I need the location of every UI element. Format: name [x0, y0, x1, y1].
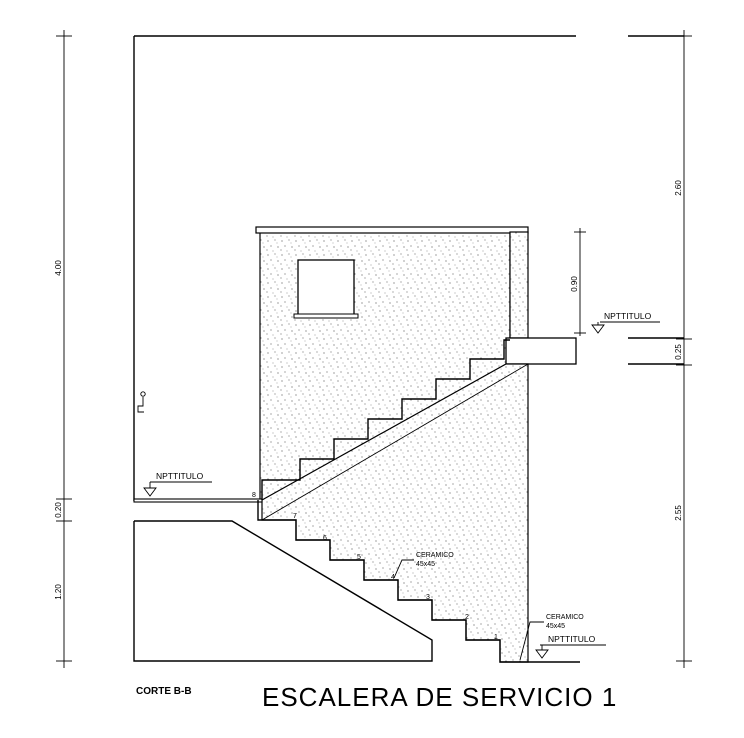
step-number-3: 3 [426, 594, 430, 601]
step-number-7: 7 [293, 513, 297, 520]
ceramic-leader-1 [393, 559, 414, 579]
dim-right-bottom: 2.55 [674, 505, 683, 521]
dim-left-top: 4.00 [54, 260, 63, 276]
dim-window: 0.90 [570, 276, 579, 292]
step-number-6: 6 [323, 535, 327, 542]
level-marker-lower [535, 644, 606, 659]
ceramic-leader-2 [519, 621, 544, 661]
middle-landing-floor [133, 498, 263, 503]
step-number-5: 5 [357, 554, 361, 561]
step-number-2: 2 [465, 614, 469, 621]
level-marker-middle [143, 481, 212, 497]
lower-floor-slab [133, 520, 433, 662]
step-number-8: 8 [252, 492, 256, 499]
drawing-title: ESCALERA DE SERVICIO 1 [262, 682, 617, 712]
upper-floor-outline [133, 35, 684, 501]
left-dimension-line [56, 30, 72, 668]
upper-stair-soffit [261, 363, 529, 521]
dim-left-mid: 0.20 [54, 502, 63, 518]
ceramic-note-2-line2: 45x45 [546, 623, 565, 630]
level-label-upper: NPTTITULO [604, 311, 652, 321]
dim-right-top: 2.60 [674, 180, 683, 196]
ceramic-note-2-line1: CERAMICO [546, 614, 584, 621]
right-column [509, 231, 529, 339]
upper-stair-flight [261, 339, 510, 500]
level-label-lower: NPTTITULO [548, 634, 596, 644]
section-label: CORTE B-B [136, 686, 192, 697]
window-dimension-line [574, 228, 586, 336]
ceramic-note-1-line2: 45x45 [416, 561, 435, 568]
upper-landing-slab [505, 337, 684, 365]
lower-stair-flight [257, 500, 580, 663]
roof-slab [255, 226, 529, 234]
ceramic-note-1-line1: CERAMICO [416, 552, 454, 559]
dim-left-bottom: 1.20 [54, 584, 63, 600]
level-marker-upper [591, 321, 660, 334]
level-label-middle: NPTTITULO [156, 471, 204, 481]
step-number-4: 4 [391, 574, 395, 581]
dim-right-mid: 0.25 [674, 344, 683, 360]
window-opening [293, 259, 359, 319]
step-number-1: 1 [494, 634, 498, 641]
wall-pipe-fixture [137, 391, 146, 413]
